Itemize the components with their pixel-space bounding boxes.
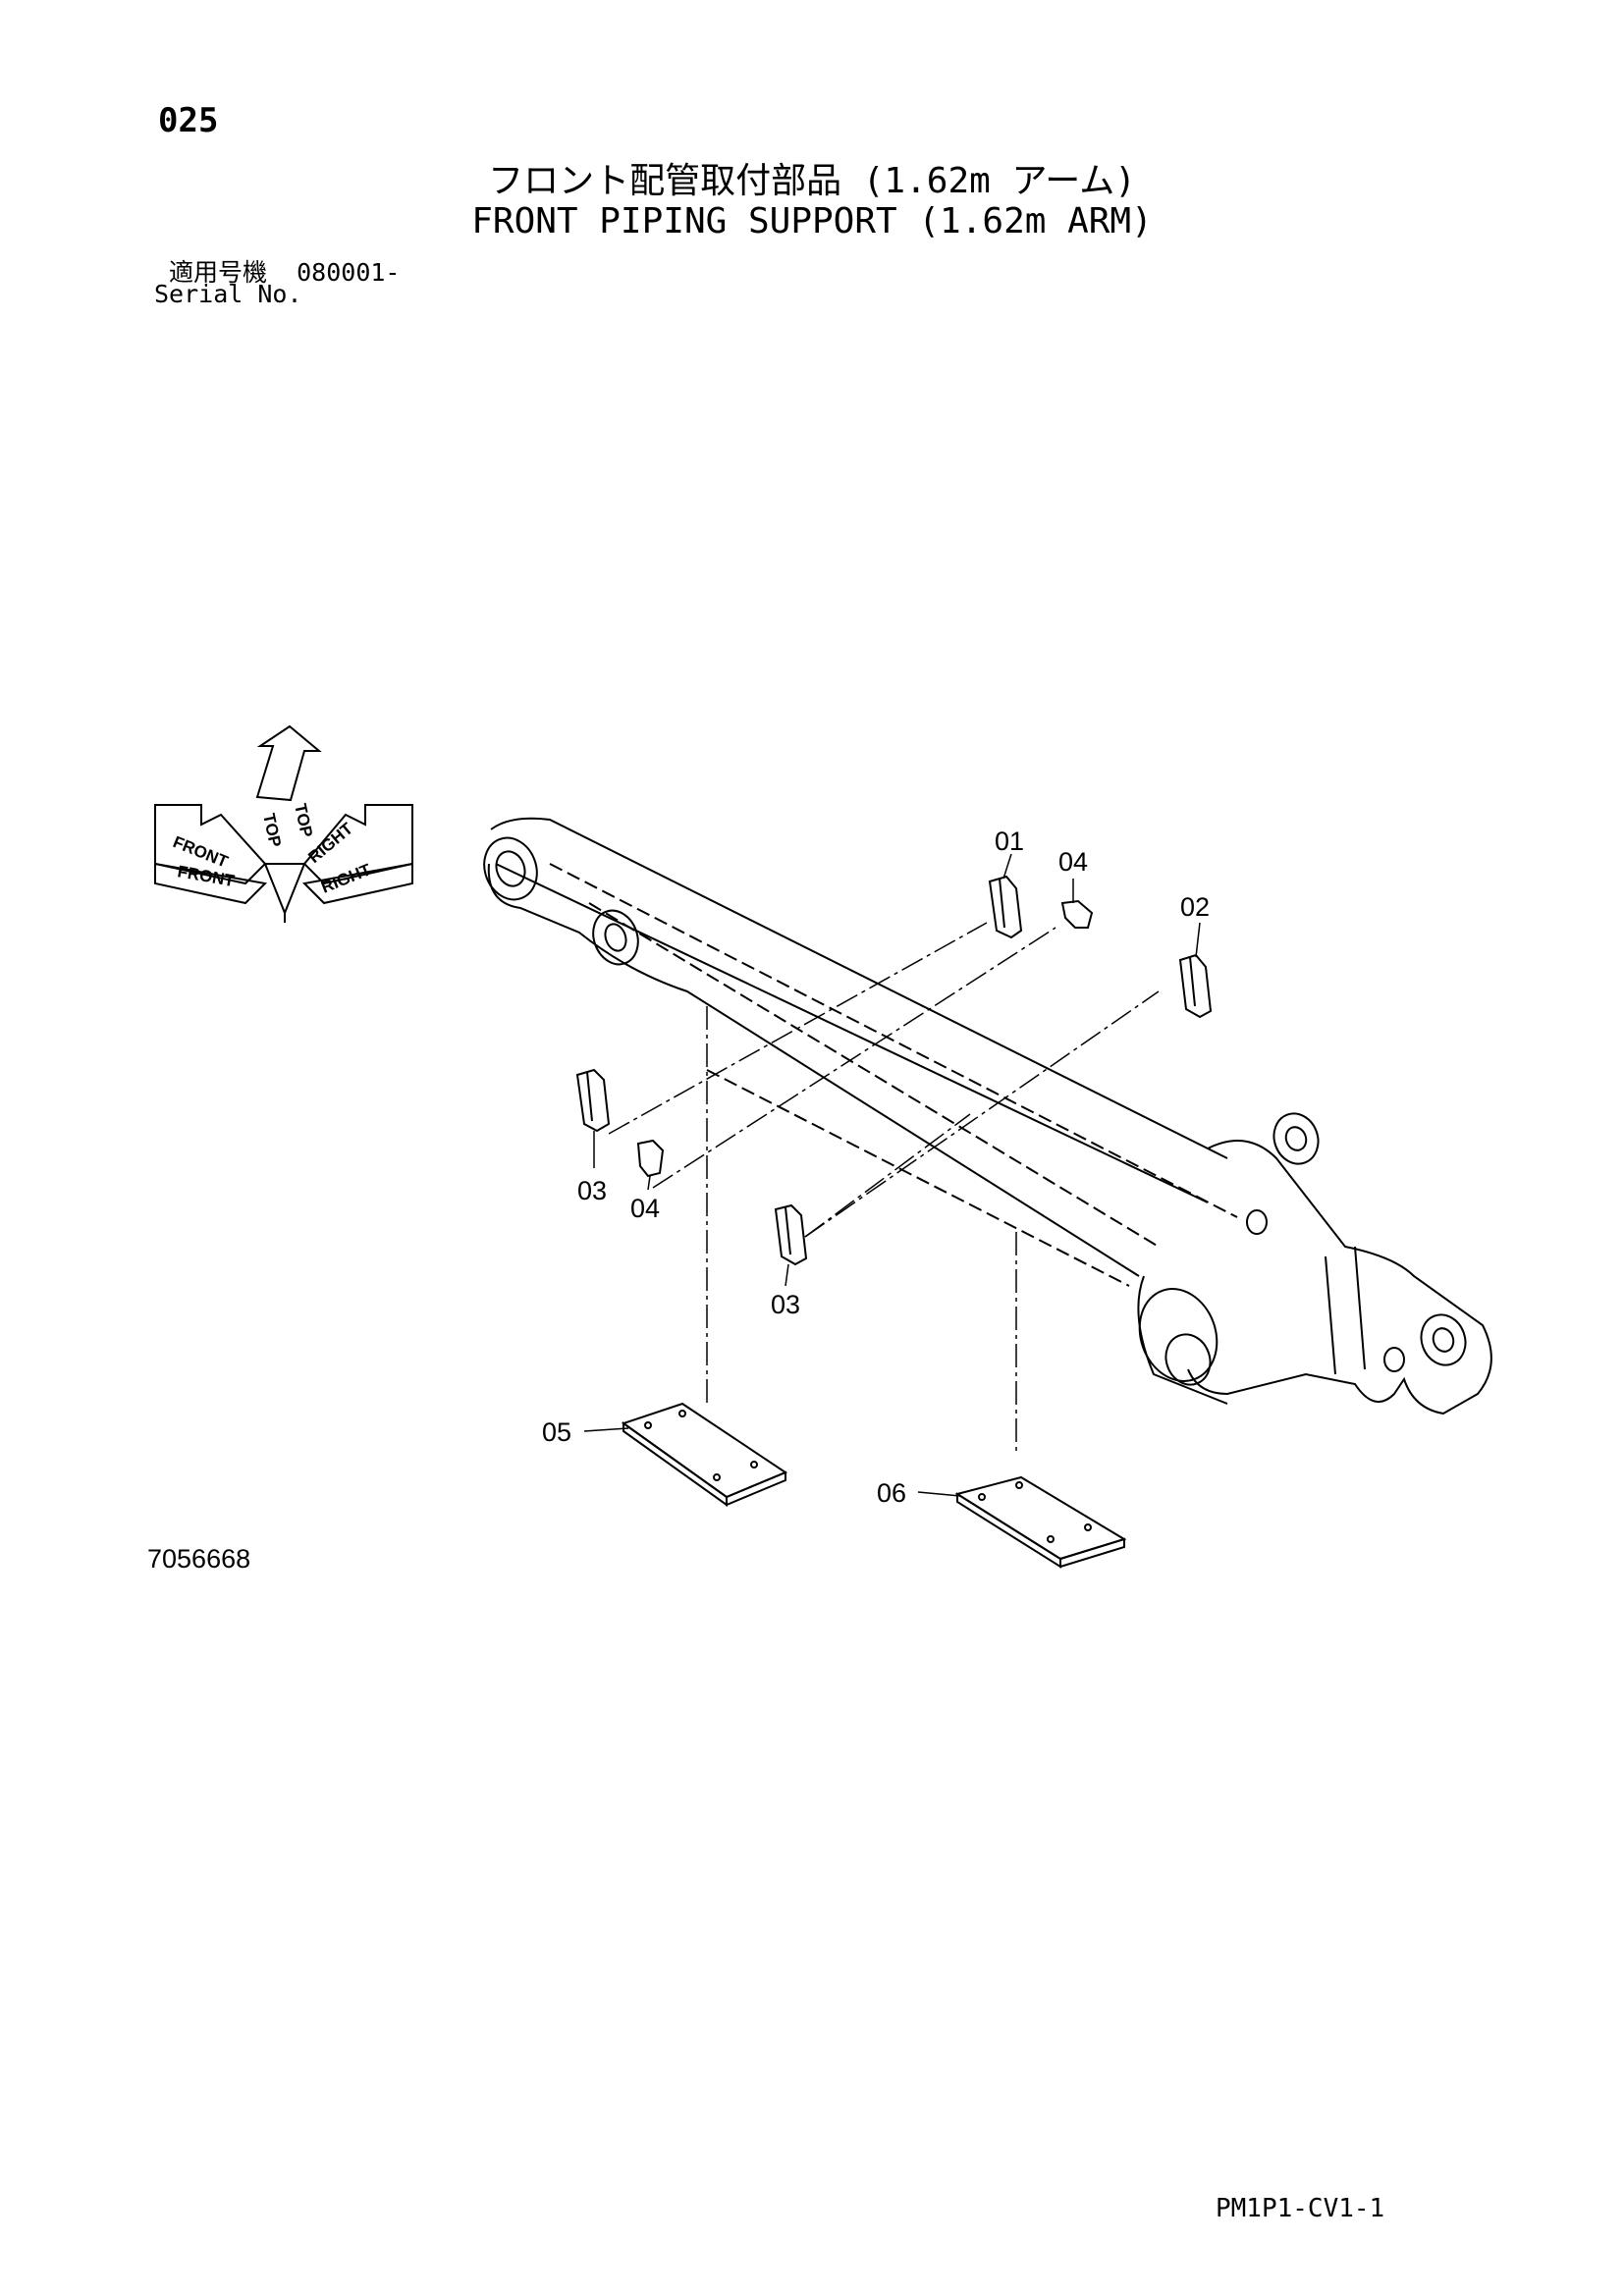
callout-03-right: 03: [771, 1290, 800, 1319]
right-label-2: RIGHT: [318, 860, 374, 897]
page-number: 025: [158, 101, 219, 140]
callout-06: 06: [877, 1478, 906, 1508]
leader-lines: [608, 922, 1160, 1453]
title-japanese: フロント配管取付部品 (1.62m アーム): [488, 161, 1136, 201]
callout-02: 02: [1180, 892, 1210, 922]
serial-row: 適用号機 080001-: [169, 253, 400, 289]
serial-value: 080001-: [297, 258, 401, 287]
callout-04-upper: 04: [1058, 847, 1088, 877]
callout-05: 05: [542, 1417, 571, 1447]
arm-outline: [483, 817, 1492, 1415]
clamp-04-lower: [636, 1139, 665, 1178]
title-english: FRONT PIPING SUPPORT (1.62m ARM): [471, 201, 1153, 241]
top-arrow-icon: [255, 724, 322, 802]
clamp-02: [1178, 953, 1213, 1019]
clamp-03-right: [774, 1203, 808, 1266]
clamp-04-upper: [1060, 899, 1094, 929]
clamp-01: [988, 875, 1023, 939]
callout-01: 01: [995, 827, 1024, 856]
plate-06: [954, 1475, 1127, 1569]
plate-05: [621, 1402, 788, 1507]
serial-label-english: Serial No.: [154, 280, 302, 308]
clamp-03-left: [575, 1068, 611, 1133]
callout-03-left: 03: [577, 1176, 607, 1205]
top-label: TOP: [259, 812, 285, 849]
top-label-2: TOP: [291, 802, 316, 839]
serial-label-japanese: 適用号機: [169, 258, 268, 287]
callout-04-lower: 04: [630, 1194, 660, 1223]
front-label-2: FRONT: [176, 862, 237, 890]
hidden-lines: [549, 863, 1238, 1287]
drawing-number: 7056668: [147, 1544, 251, 1574]
orientation-indicator: [154, 724, 413, 923]
sheet-code: PM1P1-CV1-1: [1216, 2194, 1385, 2223]
